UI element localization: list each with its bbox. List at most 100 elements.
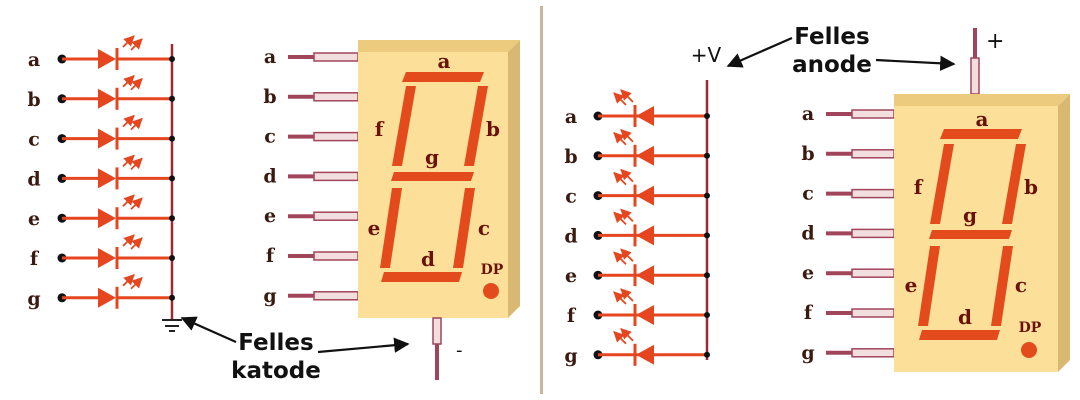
anode-callout-line1: Felles (794, 24, 869, 50)
anode-seg-label-e: e (905, 273, 918, 297)
anode-segment-f (930, 144, 954, 224)
light-emission-icon (620, 208, 634, 223)
light-emission-icon (130, 157, 143, 171)
light-emission-icon (620, 328, 634, 342)
display-pin-label: d (801, 222, 814, 244)
pin-body (851, 228, 895, 239)
cathode-input-label: d (27, 168, 40, 190)
cathode-input-label: b (27, 89, 40, 111)
cathode-segment-g (391, 172, 474, 181)
bus-junction (704, 312, 710, 318)
display-pin-label: a (802, 103, 814, 125)
light-emission-icon (130, 117, 143, 131)
display-pin-label: f (266, 245, 276, 267)
anode-supply-label: +V (691, 43, 722, 67)
anode-input-label: f (567, 305, 577, 327)
cathode-seg-label-e: e (368, 216, 381, 240)
bus-junction (169, 294, 175, 301)
display-pin-label: c (264, 126, 276, 148)
cathode-input-label: g (27, 288, 40, 310)
bus-junction (704, 152, 710, 159)
bus-junction (704, 351, 710, 358)
cathode-segment-d (381, 272, 462, 282)
light-emission-icon (122, 114, 135, 128)
anode-seg-label-c: c (1015, 273, 1027, 297)
pin-body (313, 131, 359, 142)
bus-junction (704, 192, 710, 199)
cathode-led-row: c (28, 114, 175, 151)
cathode-seg-label-c: c (478, 216, 490, 240)
pin-body (313, 291, 359, 301)
anode-common-pin (970, 57, 980, 95)
anode-input-label: a (565, 106, 577, 128)
cathode-led-row: a (28, 35, 175, 71)
diode-icon (98, 128, 116, 149)
anode-led-row: d (564, 208, 710, 247)
cathode-segment-e (380, 188, 402, 268)
light-emission-icon (620, 168, 634, 183)
display-pin: c (264, 126, 359, 148)
diode-icon (636, 305, 654, 325)
diode-icon (98, 208, 116, 229)
cathode-segment-b (464, 86, 488, 166)
cathode-callout-line1: Felles (238, 330, 313, 356)
cathode-led-row: b (27, 75, 175, 111)
pin-body (851, 308, 895, 318)
display-pin-label: f (804, 302, 814, 324)
bus-junction (169, 95, 175, 102)
pin-body (313, 171, 359, 182)
display-pin-label: a (264, 46, 276, 68)
diode-icon (636, 145, 654, 166)
cathode-led-row: d (27, 154, 175, 190)
ground-icon (162, 319, 182, 332)
light-emission-icon (613, 132, 627, 146)
light-emission-icon (122, 234, 135, 247)
anode-arrow-supply (726, 36, 793, 68)
light-emission-icon (620, 248, 634, 262)
cathode-seg-label-b: b (486, 117, 500, 141)
cathode-seg-label-dp: DP (481, 262, 504, 278)
display-pin: f (804, 302, 895, 324)
bus-junction (169, 215, 175, 222)
cathode-minus-sign: - (456, 340, 463, 361)
cathode-seg-label-f: f (375, 117, 385, 141)
display-pin: g (263, 285, 359, 307)
light-emission-icon (613, 251, 627, 265)
display-pin: b (263, 86, 359, 108)
display-pin: d (263, 165, 359, 187)
light-emission-icon (122, 194, 135, 207)
diode-icon (98, 287, 116, 308)
cathode-callout-line2: katode (231, 358, 321, 384)
anode-led-row: e (565, 248, 710, 287)
anode-input-label: d (564, 225, 577, 247)
anode-segment-a (940, 129, 1022, 139)
bus-junction (704, 232, 710, 239)
anode-seg-label-g: g (963, 203, 977, 227)
bus-junction (169, 175, 175, 182)
bus-junction (704, 113, 710, 119)
bus-junction (704, 272, 710, 279)
anode-segment-g (929, 230, 1012, 239)
display-pin-label: g (263, 285, 276, 307)
cathode-common-pin (432, 317, 442, 345)
anode-led-row: a (565, 89, 710, 128)
anode-arrow-pin (875, 55, 956, 71)
light-emission-icon (613, 211, 627, 226)
anode-segment-d (919, 330, 1000, 340)
cathode-led-row: e (28, 194, 175, 230)
bus-junction (169, 56, 175, 62)
diode-icon (98, 49, 116, 69)
display-pin: f (266, 245, 359, 267)
cathode-input-label: c (28, 129, 40, 151)
pin-body (313, 52, 359, 62)
light-emission-icon (613, 331, 627, 345)
display-pin: b (801, 143, 895, 165)
light-emission-icon (130, 237, 143, 250)
anode-led-row: c (565, 168, 710, 208)
pin-body (851, 188, 895, 199)
anode-segment-b (1002, 144, 1026, 224)
cathode-seg-label-d: d (421, 247, 435, 271)
cathode-input-label: e (28, 208, 40, 230)
